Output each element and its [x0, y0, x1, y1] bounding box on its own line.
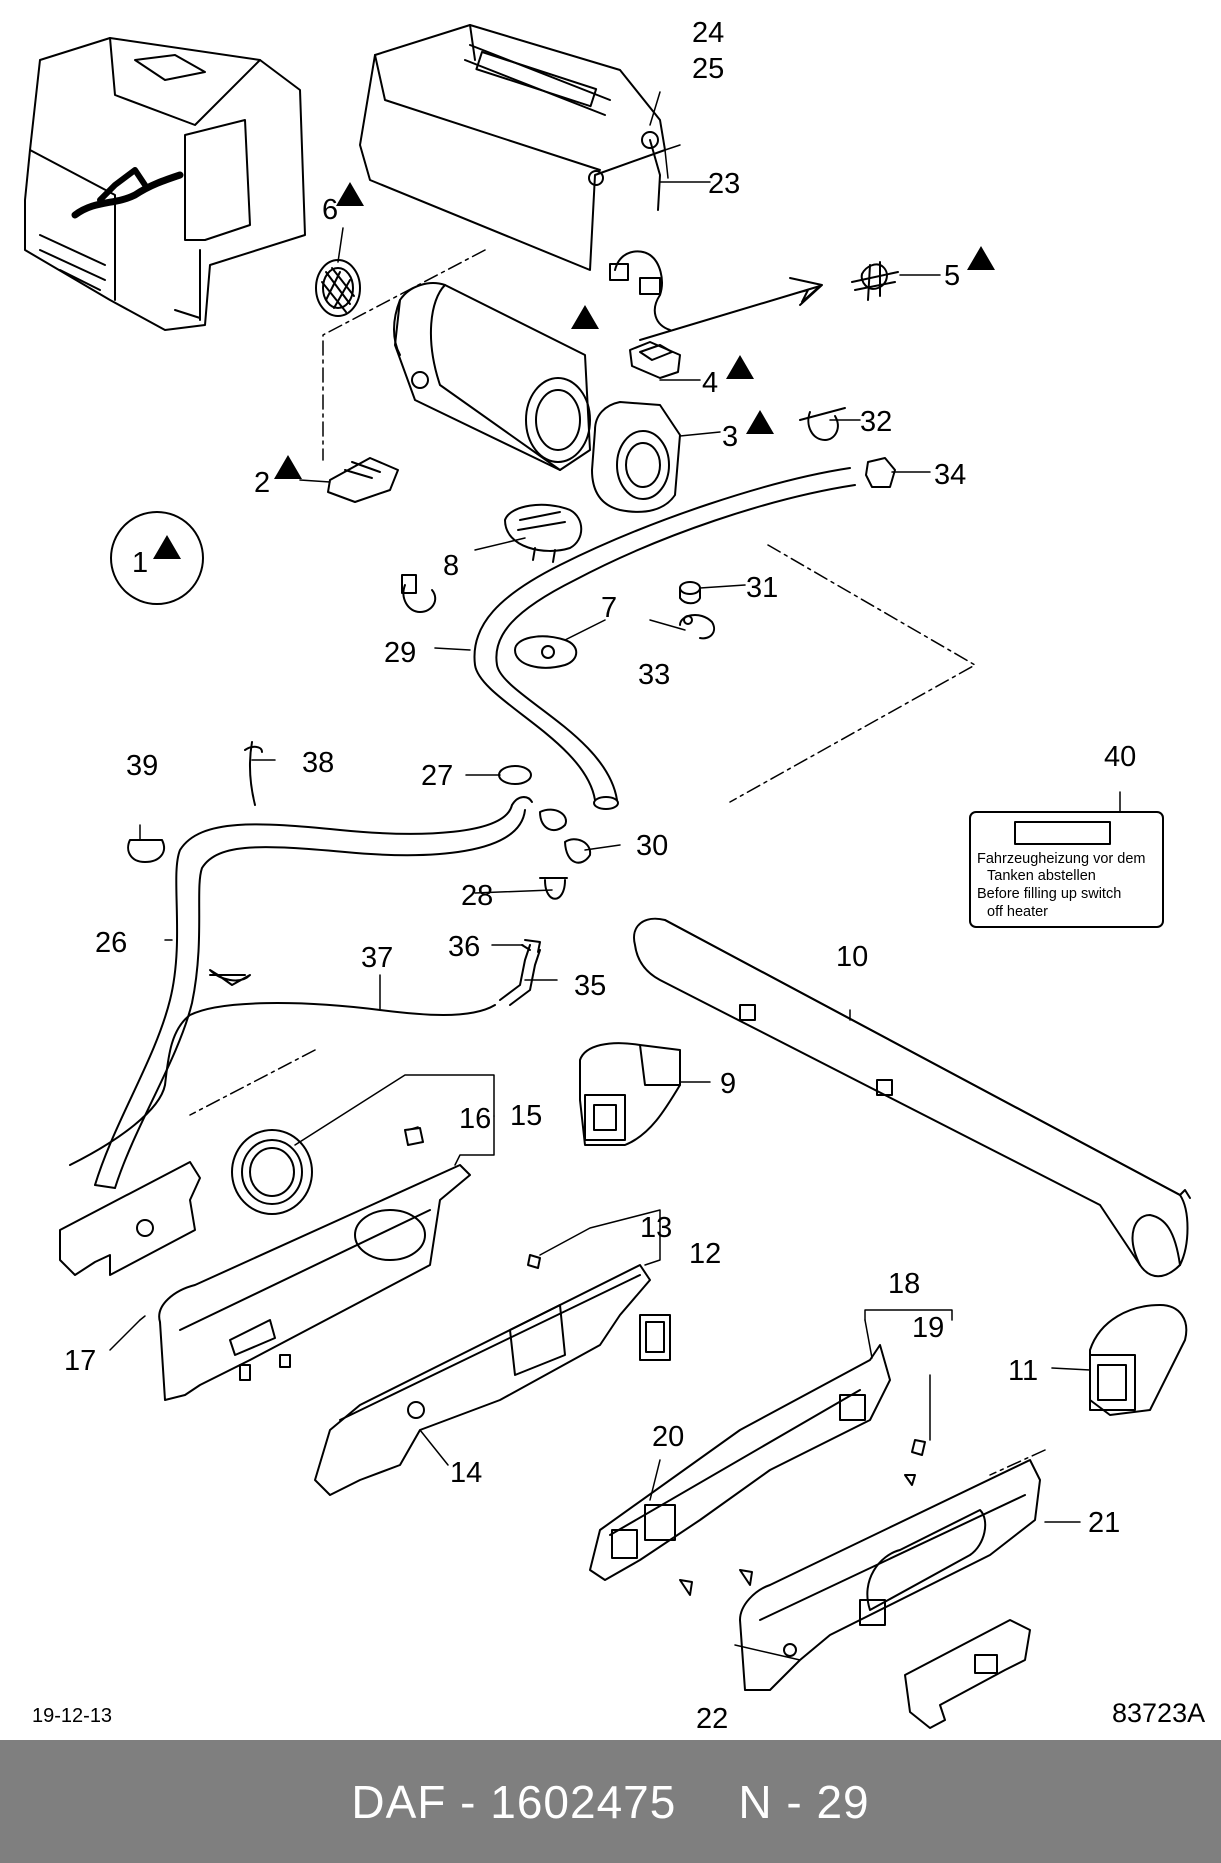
trim-panel-part-17 — [158, 1164, 471, 1401]
drawing-number: 83723A — [1112, 1698, 1205, 1728]
label-37: 37 — [361, 942, 393, 974]
arrow-to-part-5 — [639, 277, 823, 341]
label-3: 3 — [722, 421, 738, 453]
label-31: 31 — [746, 572, 778, 604]
heater-body — [393, 282, 591, 471]
warning-line-3: Before filling up switch — [977, 886, 1121, 902]
label-17: 17 — [64, 1345, 96, 1377]
wiring-loom — [609, 250, 671, 331]
footer-page-reference: N - 29 — [738, 1775, 870, 1828]
label-23: 23 — [708, 168, 740, 200]
label-22: 22 — [696, 1703, 728, 1735]
part-1-circle — [110, 511, 204, 605]
fastener-part-5 — [851, 261, 899, 301]
label-29: 29 — [384, 637, 416, 669]
label-6: 6 — [322, 194, 338, 226]
label-12: 12 — [689, 1238, 721, 1270]
label-18: 18 — [888, 1268, 920, 1300]
clamp-part-29 — [401, 574, 437, 613]
exhaust-hose-part-29 — [473, 467, 856, 810]
label-35: 35 — [574, 970, 606, 1002]
mesh-cap-part-6 — [315, 259, 361, 317]
clamps-and-fittings — [127, 741, 592, 1006]
mounting-plate-right — [904, 1619, 1031, 1729]
warning-label-box — [969, 811, 1164, 928]
label-28: 28 — [461, 880, 493, 912]
leader-lines — [109, 91, 1121, 1661]
mounting-plate-left — [59, 1161, 201, 1276]
trim-panel-part-21 — [739, 1459, 1041, 1691]
part-labels: 1 2 3 4 5 6 7 8 9 10 11 12 13 14 15 16 1… — [64, 17, 1136, 1735]
label-24: 24 — [692, 17, 724, 49]
label-15: 15 — [510, 1100, 542, 1132]
label-19: 19 — [912, 1312, 944, 1344]
label-39: 39 — [126, 750, 158, 782]
gasket-part-7 — [514, 635, 578, 669]
label-33: 33 — [638, 659, 670, 691]
label-40: 40 — [1104, 741, 1136, 773]
label-16: 16 — [459, 1103, 491, 1135]
label-2: 2 — [254, 467, 270, 499]
duct-part-10 — [633, 917, 1191, 1278]
dashed-reference-lines — [189, 249, 1046, 1476]
truck-cab-thumbnail — [24, 37, 306, 331]
exploded-parts-diagram: 1 2 3 4 5 6 7 8 9 10 11 12 13 14 15 16 1… — [24, 17, 1205, 1735]
triangle-markers — [153, 182, 995, 559]
outlet-hood-part-3 — [591, 401, 681, 513]
base-plate-part-8 — [504, 503, 583, 563]
footer-bar: DAF - 1602475 N - 29 — [0, 1740, 1221, 1863]
footer-part-reference: DAF - 1602475 — [351, 1775, 677, 1828]
label-30: 30 — [636, 830, 668, 862]
label-25: 25 — [692, 53, 724, 85]
connector-part-2 — [327, 457, 399, 503]
label-26: 26 — [95, 927, 127, 959]
label-32: 32 — [860, 406, 892, 438]
label-34: 34 — [934, 459, 966, 491]
duct-part-11 — [1089, 1304, 1188, 1416]
warning-line-1: Fahrzeugheizung vor dem — [977, 851, 1145, 867]
label-38: 38 — [302, 747, 334, 779]
label-27: 27 — [421, 760, 453, 792]
trim-panel-part-18 — [589, 1344, 926, 1596]
ring-part-15 — [231, 1127, 424, 1215]
label-8: 8 — [443, 550, 459, 582]
label-21: 21 — [1088, 1507, 1120, 1539]
label-14: 14 — [450, 1457, 482, 1489]
label-13: 13 — [640, 1212, 672, 1244]
drawing-date: 19-12-13 — [32, 1705, 112, 1727]
heater-cover-part-23 — [359, 24, 666, 271]
small-fittings-31-34 — [679, 407, 896, 640]
label-36: 36 — [448, 931, 480, 963]
warning-line-2: Tanken abstellen — [987, 868, 1096, 884]
label-20: 20 — [652, 1421, 684, 1453]
warning-label-text: Fahrzeugheizung vor dem Tanken abstellen… — [977, 851, 1145, 920]
label-7: 7 — [601, 592, 617, 624]
label-10: 10 — [836, 941, 868, 973]
label-9: 9 — [720, 1068, 736, 1100]
trim-panel-part-12 — [314, 1254, 671, 1496]
cable-part-37 — [69, 969, 496, 1166]
label-5: 5 — [944, 260, 960, 292]
label-4: 4 — [702, 367, 718, 399]
duct-elbow-part-9 — [579, 1042, 681, 1146]
label-1: 1 — [132, 547, 148, 579]
bracket-part-4 — [629, 341, 681, 379]
label-11: 11 — [1008, 1355, 1038, 1387]
warning-line-4: off heater — [987, 904, 1048, 920]
